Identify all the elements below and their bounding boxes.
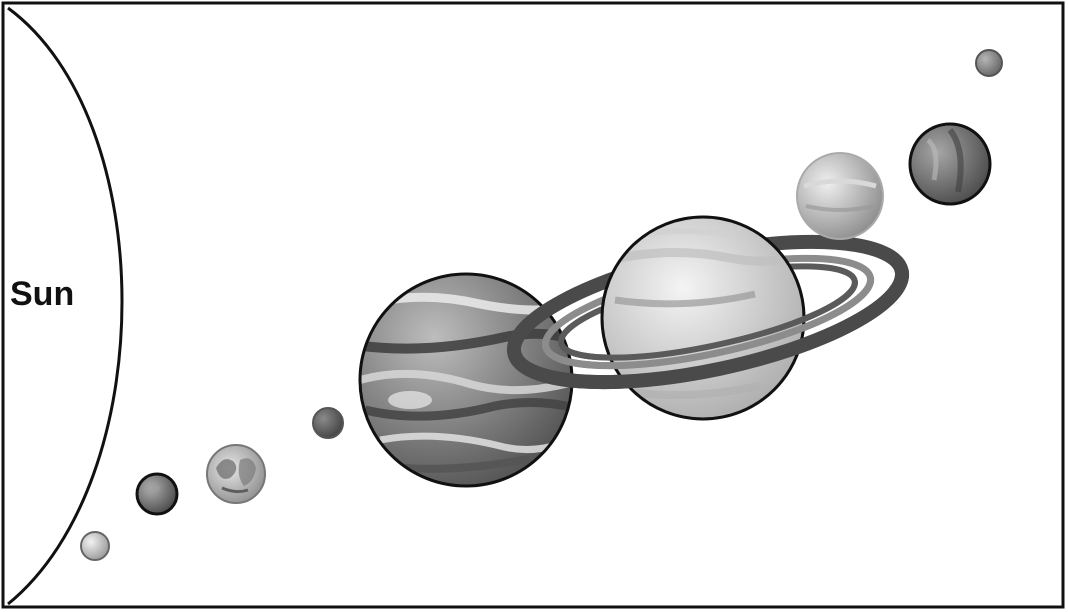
venus-icon	[137, 474, 177, 514]
pluto-icon	[976, 50, 1002, 76]
earth-icon	[207, 445, 265, 503]
neptune-icon	[910, 124, 990, 204]
mercury-icon	[81, 532, 109, 560]
uranus-icon	[797, 153, 883, 239]
mars-icon	[313, 408, 343, 438]
sun-label: Sun	[10, 275, 74, 313]
saturn-icon	[602, 217, 804, 419]
